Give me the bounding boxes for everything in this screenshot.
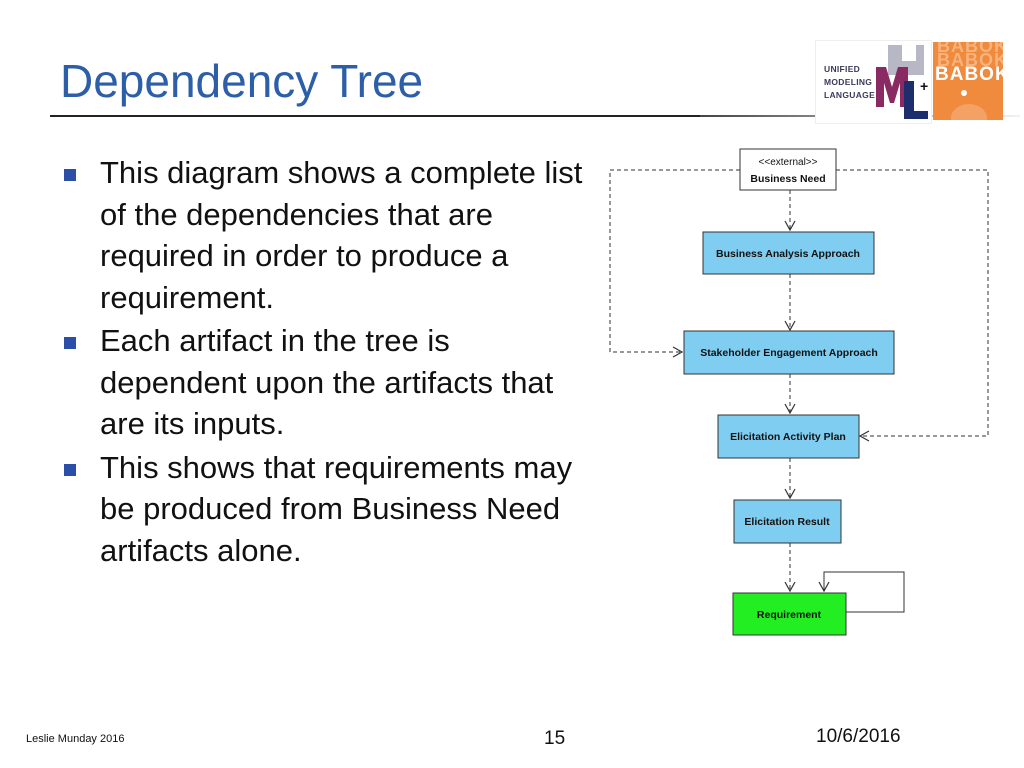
edge-requirement-self bbox=[818, 571, 905, 613]
node-business-analysis-approach: Business Analysis Approach bbox=[702, 231, 875, 275]
uml-logo-mark: + bbox=[876, 45, 928, 119]
node-business-need: <<external>> Business Need bbox=[739, 148, 837, 191]
uml-logo: UNIFIED MODELING LANGUAGE + bbox=[815, 40, 932, 124]
bullet-square-icon bbox=[64, 463, 76, 476]
svg-text:Elicitation Result: Elicitation Result bbox=[744, 516, 830, 528]
footer-author: Leslie Munday 2016 bbox=[26, 733, 125, 745]
uml-logo-text: UNIFIED MODELING LANGUAGE bbox=[824, 64, 876, 100]
bullet-square-icon bbox=[64, 169, 76, 181]
babok-logo-text: BABOK bbox=[935, 64, 1003, 85]
footer-page-number: 15 bbox=[544, 728, 566, 749]
svg-text:<<external>>: <<external>> bbox=[759, 157, 818, 168]
bullet-square-icon bbox=[64, 337, 76, 349]
svg-text:Business Analysis Approach: Business Analysis Approach bbox=[716, 248, 860, 260]
babok-logo: BABOK BABOK BABOK bbox=[933, 42, 1003, 120]
logo-plus: + bbox=[920, 78, 928, 94]
bullet-item: This diagram shows a complete list of th… bbox=[60, 152, 600, 318]
svg-text:Elicitation Activity Plan: Elicitation Activity Plan bbox=[730, 431, 846, 443]
edge-need-to-engagement bbox=[609, 169, 740, 358]
node-elicitation-result: Elicitation Result bbox=[733, 499, 842, 544]
edge-need-to-plan bbox=[836, 169, 989, 442]
node-stakeholder-engagement-approach: Stakeholder Engagement Approach bbox=[683, 330, 895, 375]
svg-text:Business Need: Business Need bbox=[750, 173, 825, 185]
svg-text:Requirement: Requirement bbox=[757, 609, 822, 621]
bullet-item: This shows that requirements may be prod… bbox=[60, 447, 600, 572]
bullet-list: This diagram shows a complete list of th… bbox=[60, 152, 600, 573]
node-requirement: Requirement bbox=[732, 592, 847, 636]
footer-date: 10/6/2016 bbox=[816, 726, 901, 747]
title-underline bbox=[50, 115, 700, 117]
svg-text:Stakeholder Engagement Approac: Stakeholder Engagement Approach bbox=[700, 347, 878, 359]
slide-title: Dependency Tree bbox=[60, 55, 424, 107]
node-elicitation-activity-plan: Elicitation Activity Plan bbox=[717, 414, 860, 459]
bullet-item: Each artifact in the tree is dependent u… bbox=[60, 320, 600, 445]
